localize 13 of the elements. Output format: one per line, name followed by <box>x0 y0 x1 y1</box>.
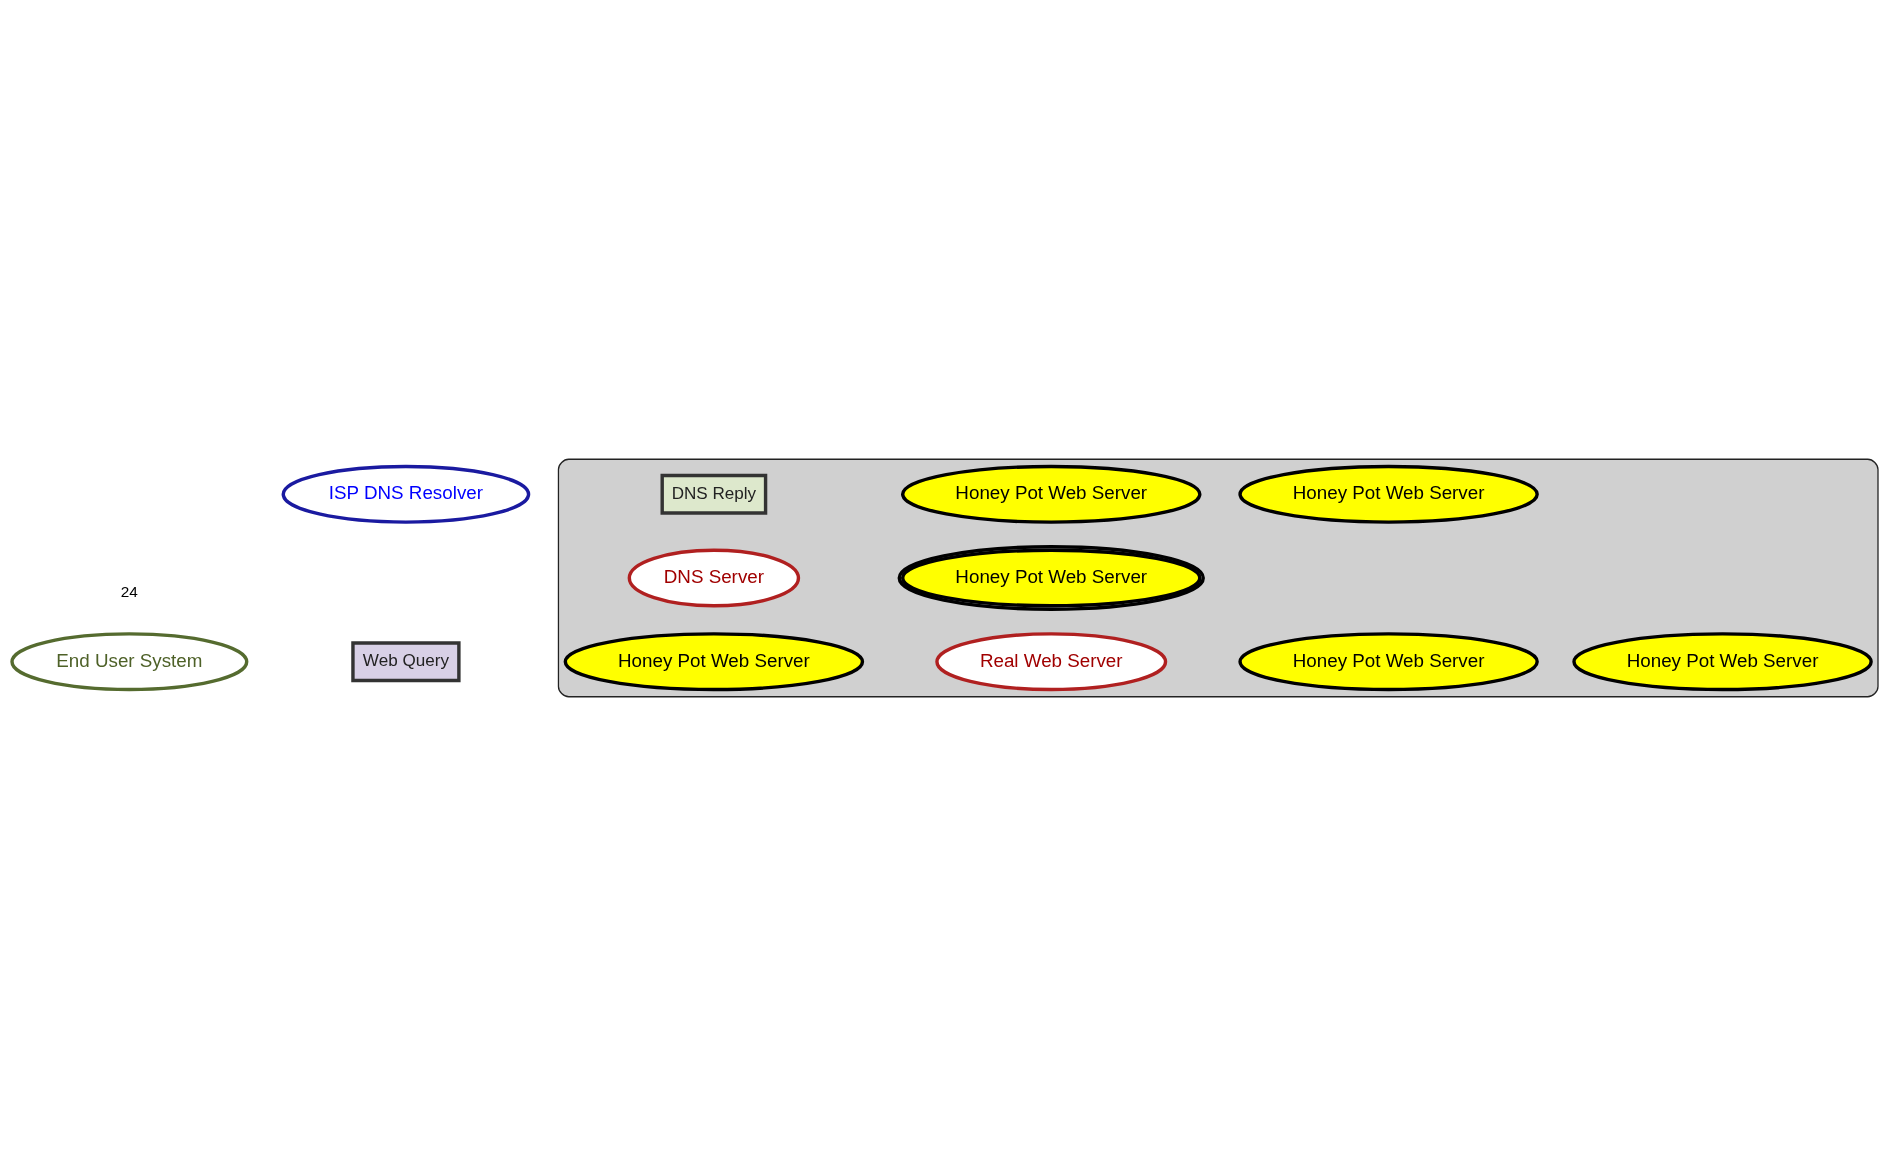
node-box: Web Query <box>351 640 461 682</box>
node-ellipse: Honey Pot Web Server <box>901 464 1202 524</box>
node-ellipse: Honey Pot Web Server <box>1572 631 1873 691</box>
label: 24 <box>120 582 138 600</box>
node-ellipse: Honey Pot Web Server <box>563 631 865 691</box>
node-ellipse: Honey Pot Web Server <box>1238 464 1539 524</box>
node-ellipse: Honey Pot Web Server <box>1238 631 1539 691</box>
node-ellipse: ISP DNS Resolver <box>281 464 531 524</box>
node-box: DNS Reply <box>660 473 768 515</box>
node-ellipse: DNS Server <box>627 548 801 607</box>
node-ellipse: Real Web Server <box>935 631 1168 691</box>
cluster <box>557 458 1879 697</box>
node-ellipse: End User System <box>10 631 249 691</box>
